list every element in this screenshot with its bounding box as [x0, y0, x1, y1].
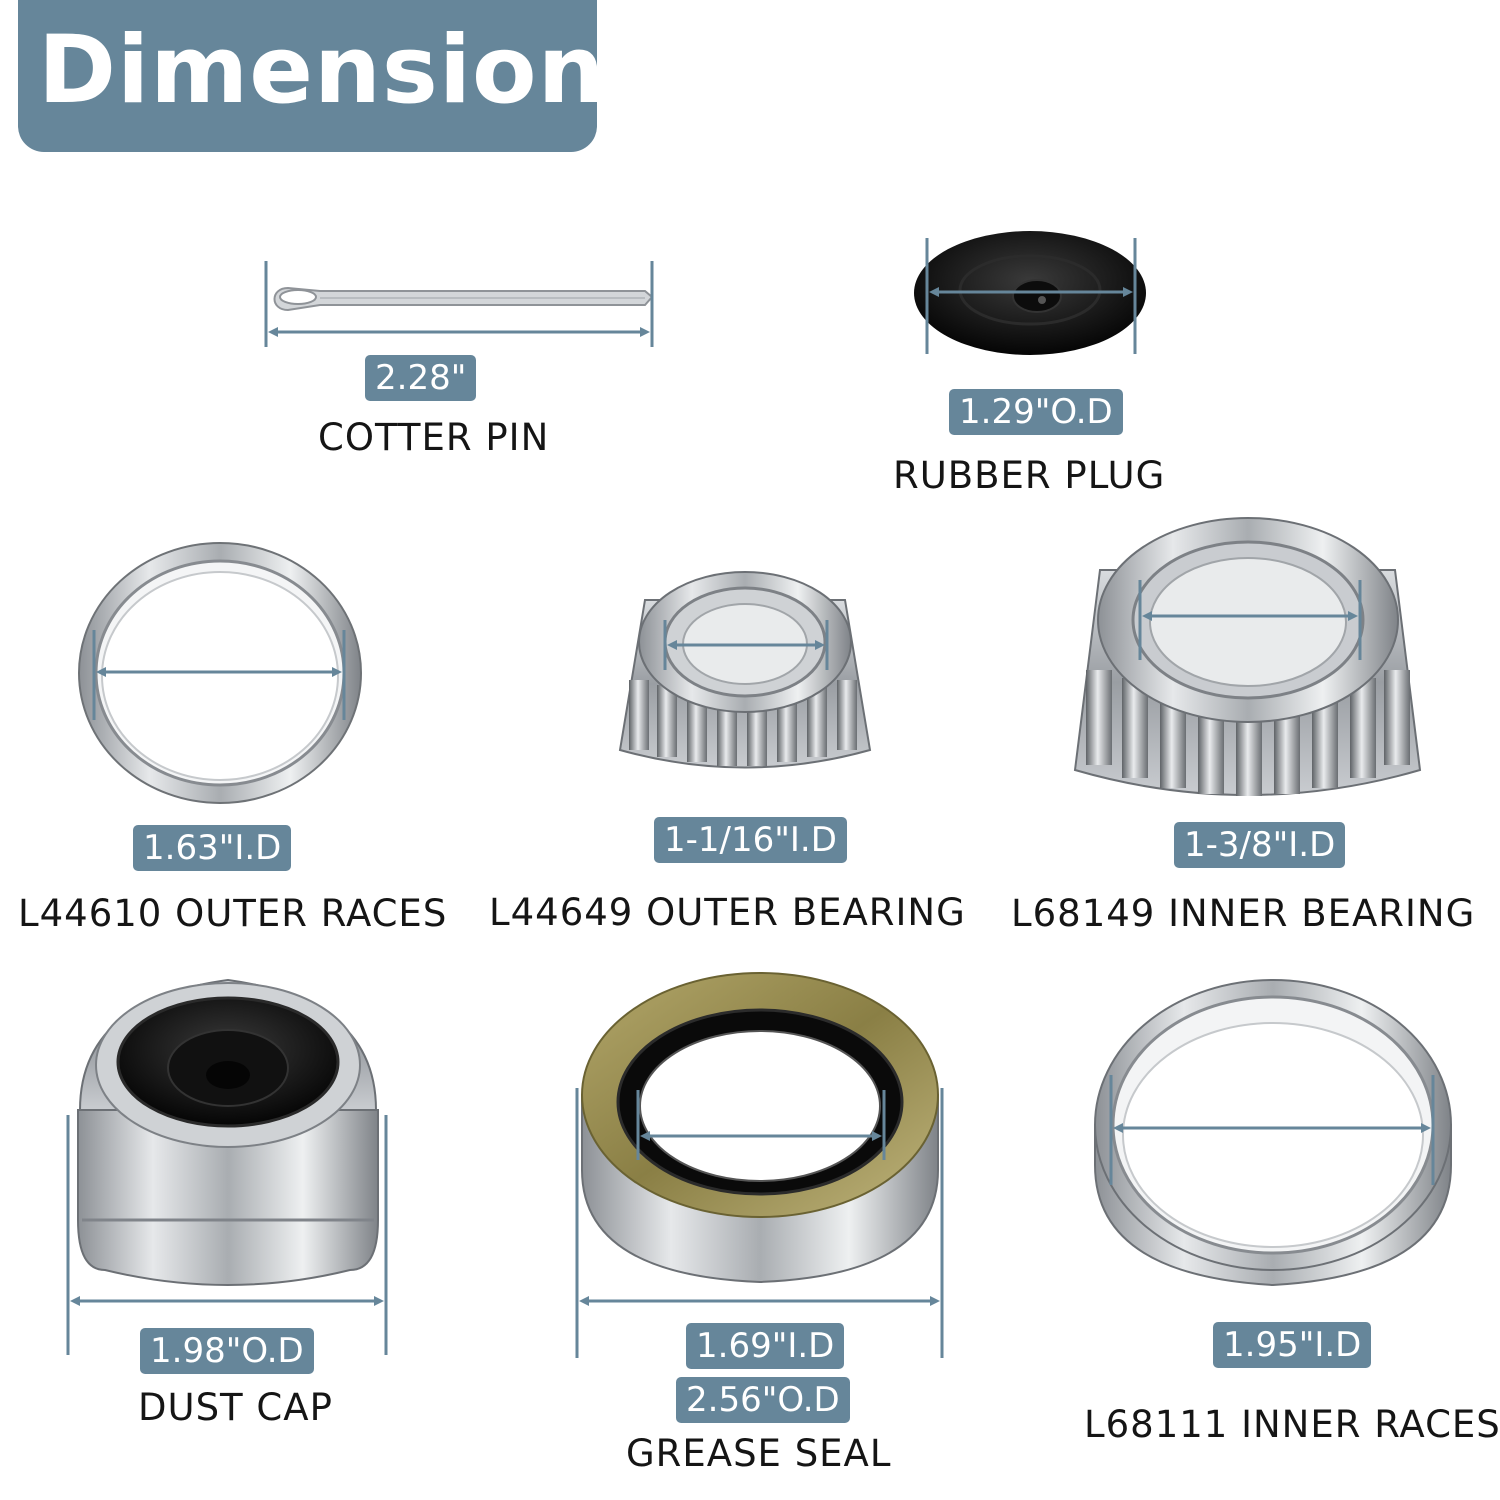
outer-races-drawing [78, 542, 362, 804]
inner-bearing-label: L68149 INNER BEARING [1011, 892, 1476, 935]
grease-seal-label: GREASE SEAL [626, 1432, 892, 1475]
rubber-plug-image [905, 230, 1155, 360]
cotter-pin-drawing [264, 261, 654, 347]
outer-bearing-label: L44649 OUTER BEARING [489, 891, 966, 934]
dust-cap-dimension-badge: 1.98"O.D [140, 1328, 314, 1374]
dust-cap-image [60, 970, 395, 1360]
grease-seal-outer-dimension-badge: 2.56"O.D [676, 1377, 850, 1423]
grease-seal-inner-dimension-line [636, 1090, 886, 1160]
outer-bearing-dimension-line [663, 620, 829, 670]
inner-bearing-drawing [1073, 517, 1422, 796]
dust-cap-label: DUST CAP [138, 1386, 333, 1429]
grease-seal-outer-dimension-line [575, 1088, 944, 1358]
page-title: Dimension [38, 16, 606, 125]
rubber-plug-dimension-badge: 1.29"O.D [949, 389, 1123, 435]
grease-seal-drawing [575, 972, 944, 1358]
rubber-plug-drawing [914, 231, 1146, 355]
grease-seal-image [570, 970, 950, 1365]
inner-bearing-dimension-badge: 1-3/8"I.D [1174, 822, 1346, 868]
inner-bearing-dimension-line [1138, 580, 1362, 660]
inner-races-dimension-badge: 1.95"I.D [1213, 1322, 1372, 1368]
rubber-plug-dimension-line [925, 238, 1137, 354]
inner-races-drawing [1094, 979, 1452, 1287]
outer-races-image [70, 540, 370, 810]
cotter-pin-dimension-badge: 2.28" [365, 355, 477, 401]
rubber-plug-label: RUBBER PLUG [893, 454, 1166, 497]
cotter-pin-image [260, 255, 660, 355]
outer-bearing-image [615, 560, 875, 775]
grease-seal-inner-dimension-badge: 1.69"I.D [686, 1323, 845, 1369]
outer-races-dimension-badge: 1.63"I.D [133, 825, 292, 871]
inner-races-dimension-line [1109, 1075, 1435, 1185]
title-banner: Dimension [18, 0, 605, 152]
cotter-pin-dimension-line [264, 261, 654, 347]
dust-cap-dimension-line [66, 1115, 388, 1355]
outer-bearing-drawing [618, 571, 872, 769]
dust-cap-drawing [66, 978, 388, 1355]
outer-bearing-dimension-badge: 1-1/16"I.D [654, 817, 847, 863]
cotter-pin-label: COTTER PIN [318, 416, 550, 459]
outer-races-dimension-line [92, 630, 346, 720]
inner-races-image [1085, 975, 1460, 1305]
outer-races-label: L44610 OUTER RACES [18, 892, 448, 935]
inner-bearing-image [1070, 510, 1425, 815]
inner-races-label: L68111 INNER RACES [1084, 1403, 1500, 1446]
